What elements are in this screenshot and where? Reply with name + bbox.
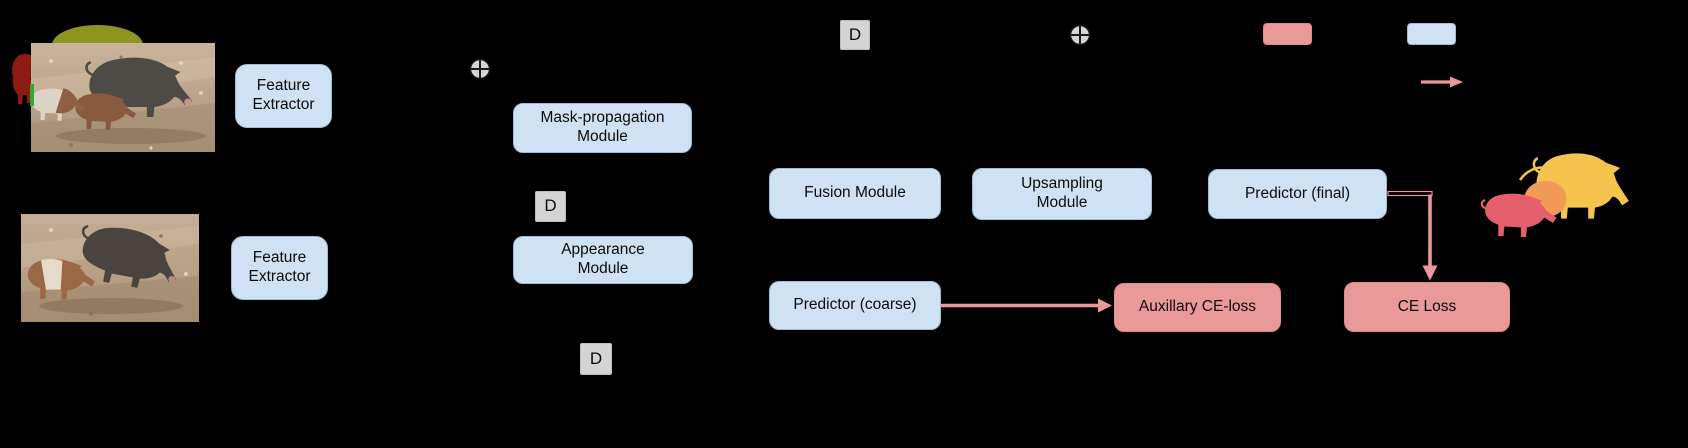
detach-operator-label: D bbox=[544, 196, 557, 216]
arrow-coarse-to-aux-loss bbox=[941, 298, 1112, 313]
arrow-final-to-ce-loss bbox=[1387, 190, 1438, 281]
concat-plus-icon bbox=[1069, 24, 1091, 46]
appearance-module-box: Appearance Module bbox=[513, 236, 693, 284]
detach-operator-box-1: D bbox=[535, 191, 566, 222]
appearance-module-label: Appearance Module bbox=[561, 241, 645, 277]
fusion-module-label: Fusion Module bbox=[804, 184, 906, 202]
predictor-final-box: Predictor (final) bbox=[1208, 169, 1387, 219]
auxiliary-ce-loss-label: Auxillary CE-loss bbox=[1138, 298, 1257, 316]
feature-extractor-bottom-box: Feature Extractor bbox=[231, 236, 328, 300]
predictor-coarse-label: Predictor (coarse) bbox=[793, 296, 917, 314]
mask-propagation-module-label: Mask-propagation Module bbox=[540, 109, 665, 145]
ce-loss-label: CE Loss bbox=[1397, 297, 1457, 315]
feature-extractor-top-label: Feature Extractor bbox=[252, 77, 315, 113]
input-frame-current-photo bbox=[21, 214, 199, 322]
output-mask-yellow-arc bbox=[1518, 166, 1547, 181]
upsampling-module-box: Upsampling Module bbox=[972, 168, 1152, 220]
upsampling-module-label: Upsampling Module bbox=[1021, 175, 1103, 211]
detach-operator-label: D bbox=[848, 24, 862, 44]
fusion-module-box: Fusion Module bbox=[769, 168, 941, 219]
output-segmentation-pigs bbox=[1480, 153, 1629, 238]
legend-gradient-arrow-icon bbox=[1421, 76, 1463, 88]
mask-overlay-green-sliver bbox=[30, 84, 34, 106]
detach-operator-box-2: D bbox=[580, 343, 612, 375]
predictor-final-label: Predictor (final) bbox=[1244, 184, 1351, 202]
mask-propagation-module-box: Mask-propagation Module bbox=[513, 103, 692, 153]
feature-extractor-top-box: Feature Extractor bbox=[235, 64, 332, 128]
feature-extractor-bottom-label: Feature Extractor bbox=[248, 249, 311, 285]
concat-plus-icon bbox=[469, 58, 491, 80]
output-mask-red-pig bbox=[1480, 193, 1557, 238]
ce-loss-box: CE Loss bbox=[1344, 282, 1510, 332]
input-frame-previous-photo bbox=[31, 43, 215, 152]
legend-loss-swatch bbox=[1263, 23, 1312, 45]
predictor-coarse-box: Predictor (coarse) bbox=[769, 281, 941, 330]
legend-module-swatch bbox=[1407, 23, 1456, 45]
detach-operator-label: D bbox=[589, 348, 603, 368]
detach-operator-box-3: D bbox=[840, 20, 870, 50]
auxiliary-ce-loss-box: Auxillary CE-loss bbox=[1114, 283, 1281, 332]
